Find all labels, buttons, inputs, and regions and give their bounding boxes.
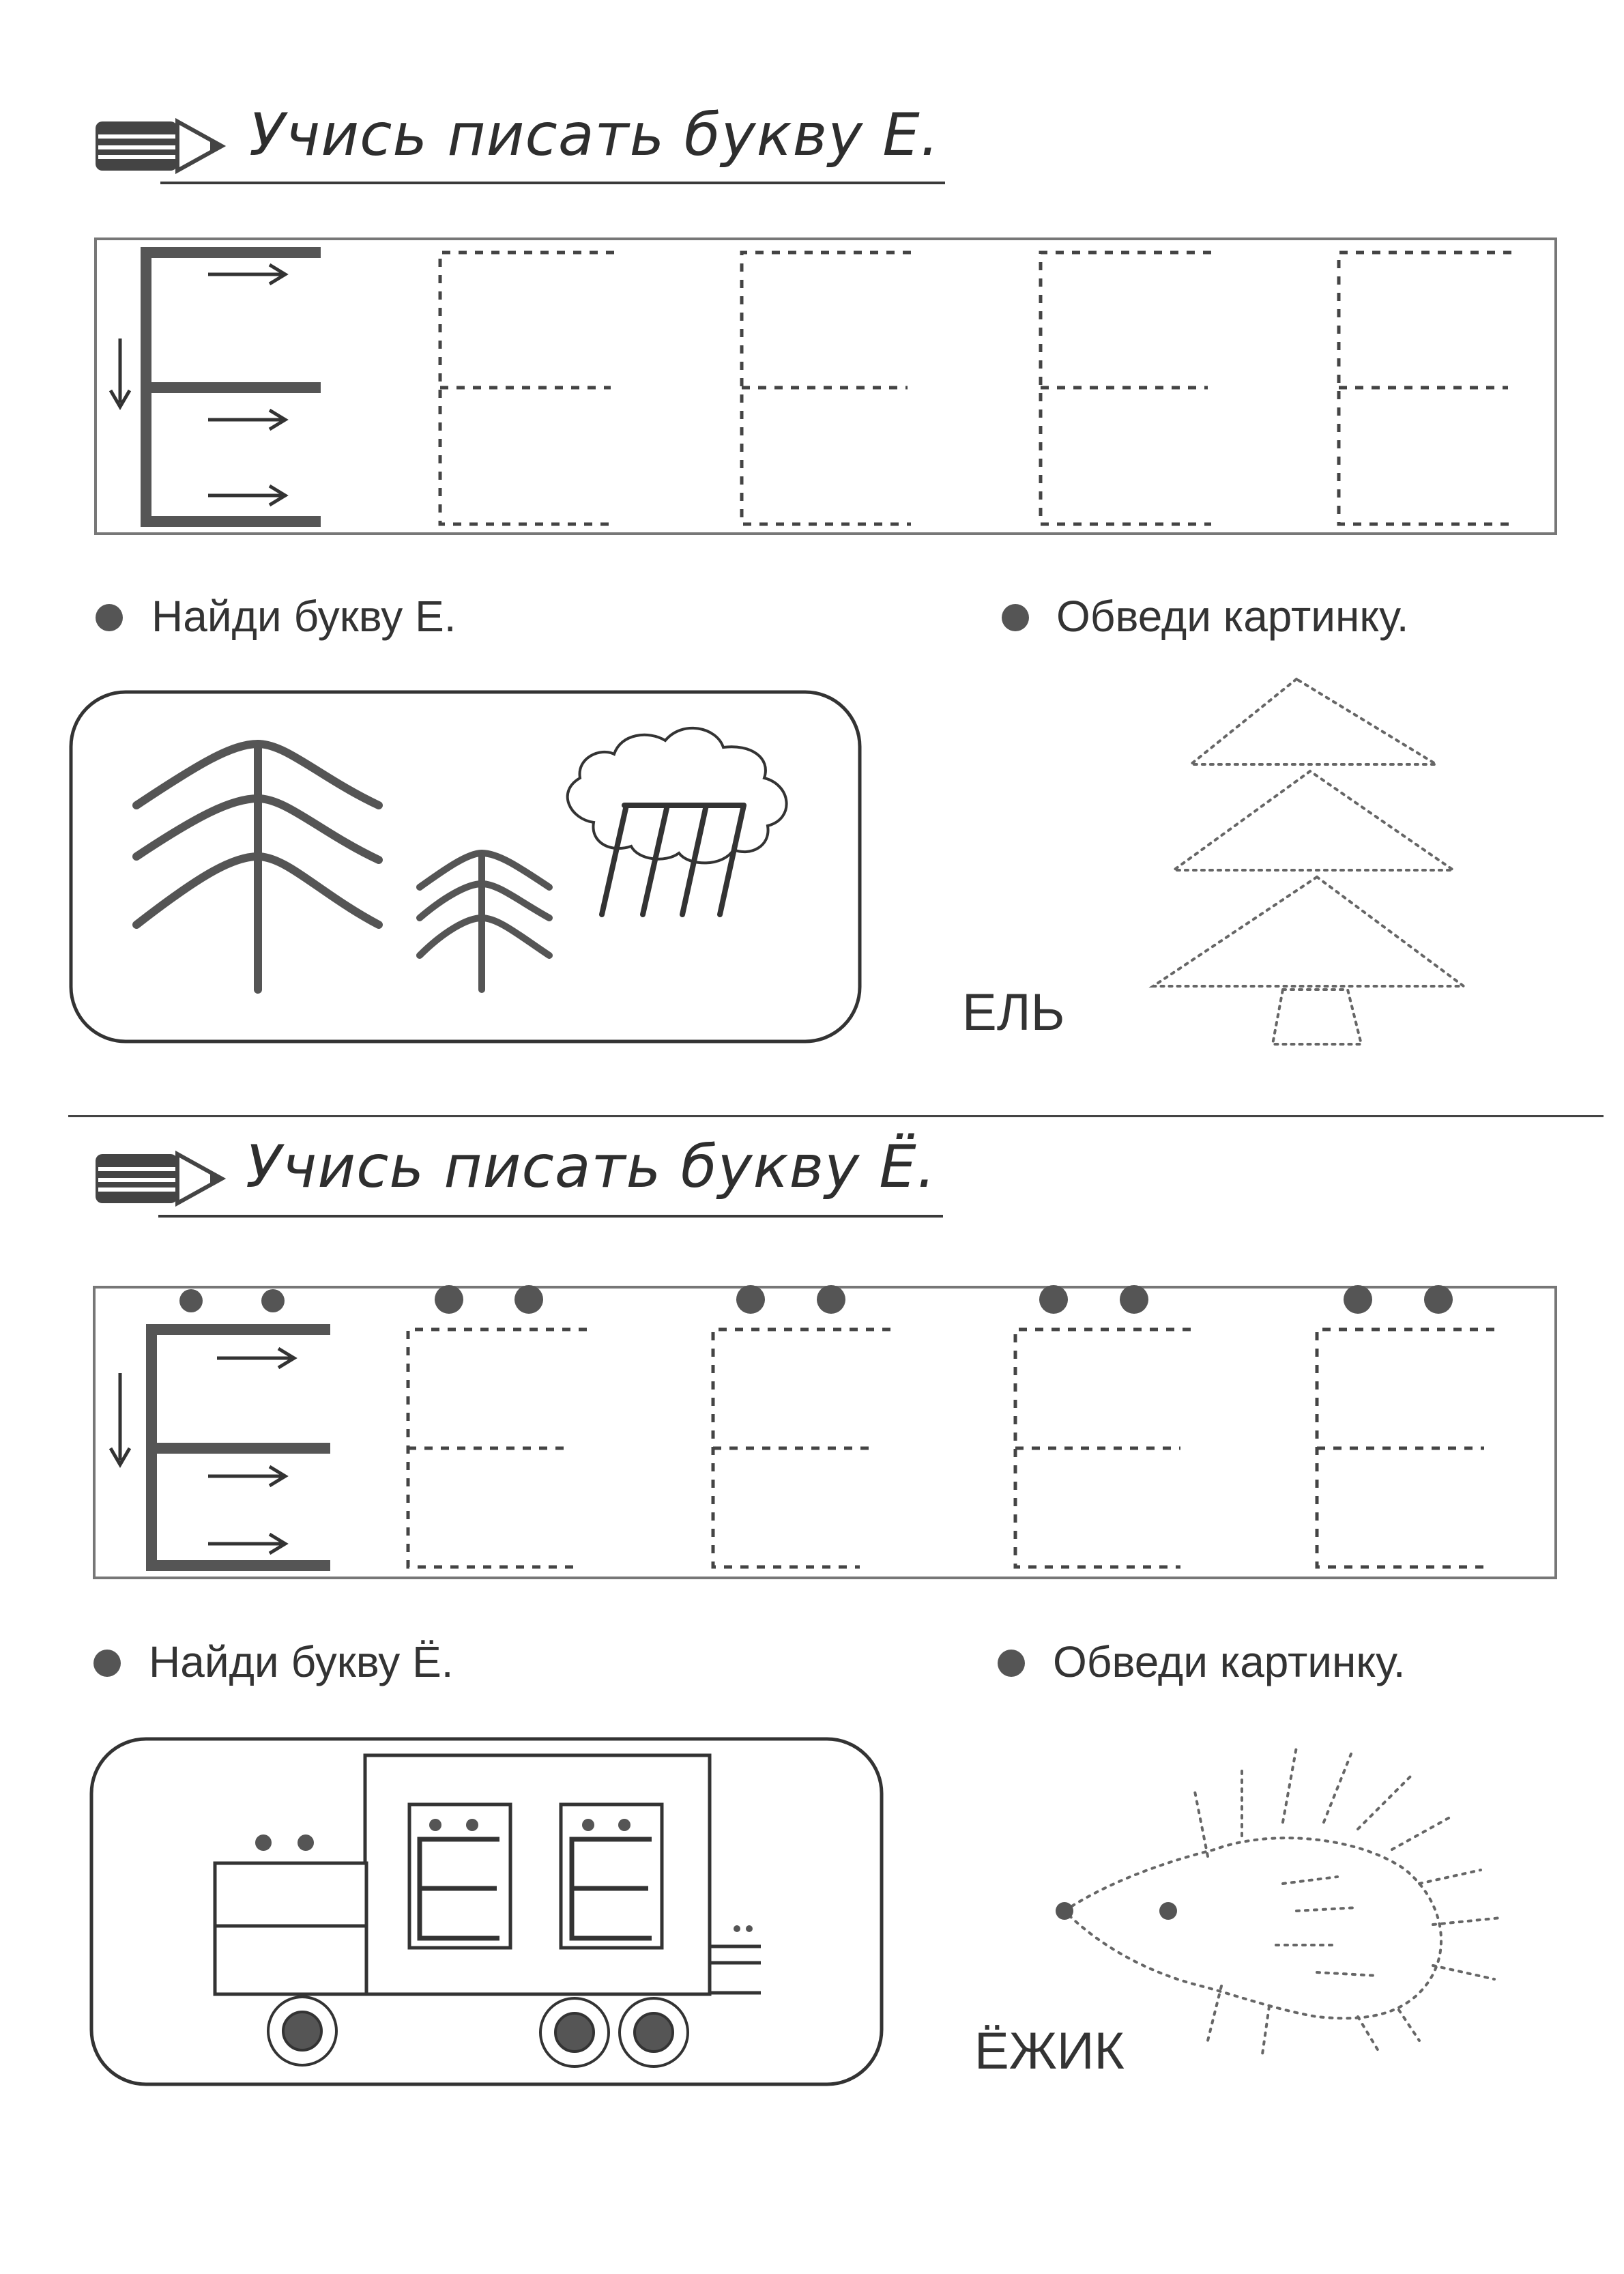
stroke-arrows-yo [108,1347,298,1555]
dashed-letters-e [438,250,1511,526]
trace-picture-yo-label: Обведи картинку. [1053,1637,1406,1686]
dashed-letters-yo [406,1327,1494,1569]
section-e-title-underline [160,182,945,184]
section-divider [68,1115,1604,1117]
section-yo-title-underline [158,1215,943,1218]
bullet-dot [96,604,123,631]
find-letter-yo-label: Найди букву Ё. [149,1637,454,1686]
bullet-dot [93,1650,121,1677]
word-hedgehog: ЁЖИК [974,2022,1125,2080]
hedgehog-eye [1159,1902,1177,1920]
pencil-icon [96,1150,227,1207]
trace-picture-e-label: Обведи картинку. [1056,592,1409,641]
word-spruce: ЕЛЬ [962,983,1065,1041]
find-letter-e-label: Найди букву Е. [151,592,456,641]
model-letter-e [141,247,321,527]
pencil-icon [96,117,227,175]
stroke-arrows-e [108,263,289,507]
section-e-title: Учись писать букву Е. [249,101,940,169]
bullet-dot [998,1650,1025,1677]
model-letter-yo [146,1324,330,1571]
section-yo-title: Учись писать букву Ё. [246,1133,937,1201]
bullet-dot [1002,604,1029,631]
hedgehog-nose [1056,1902,1073,1920]
